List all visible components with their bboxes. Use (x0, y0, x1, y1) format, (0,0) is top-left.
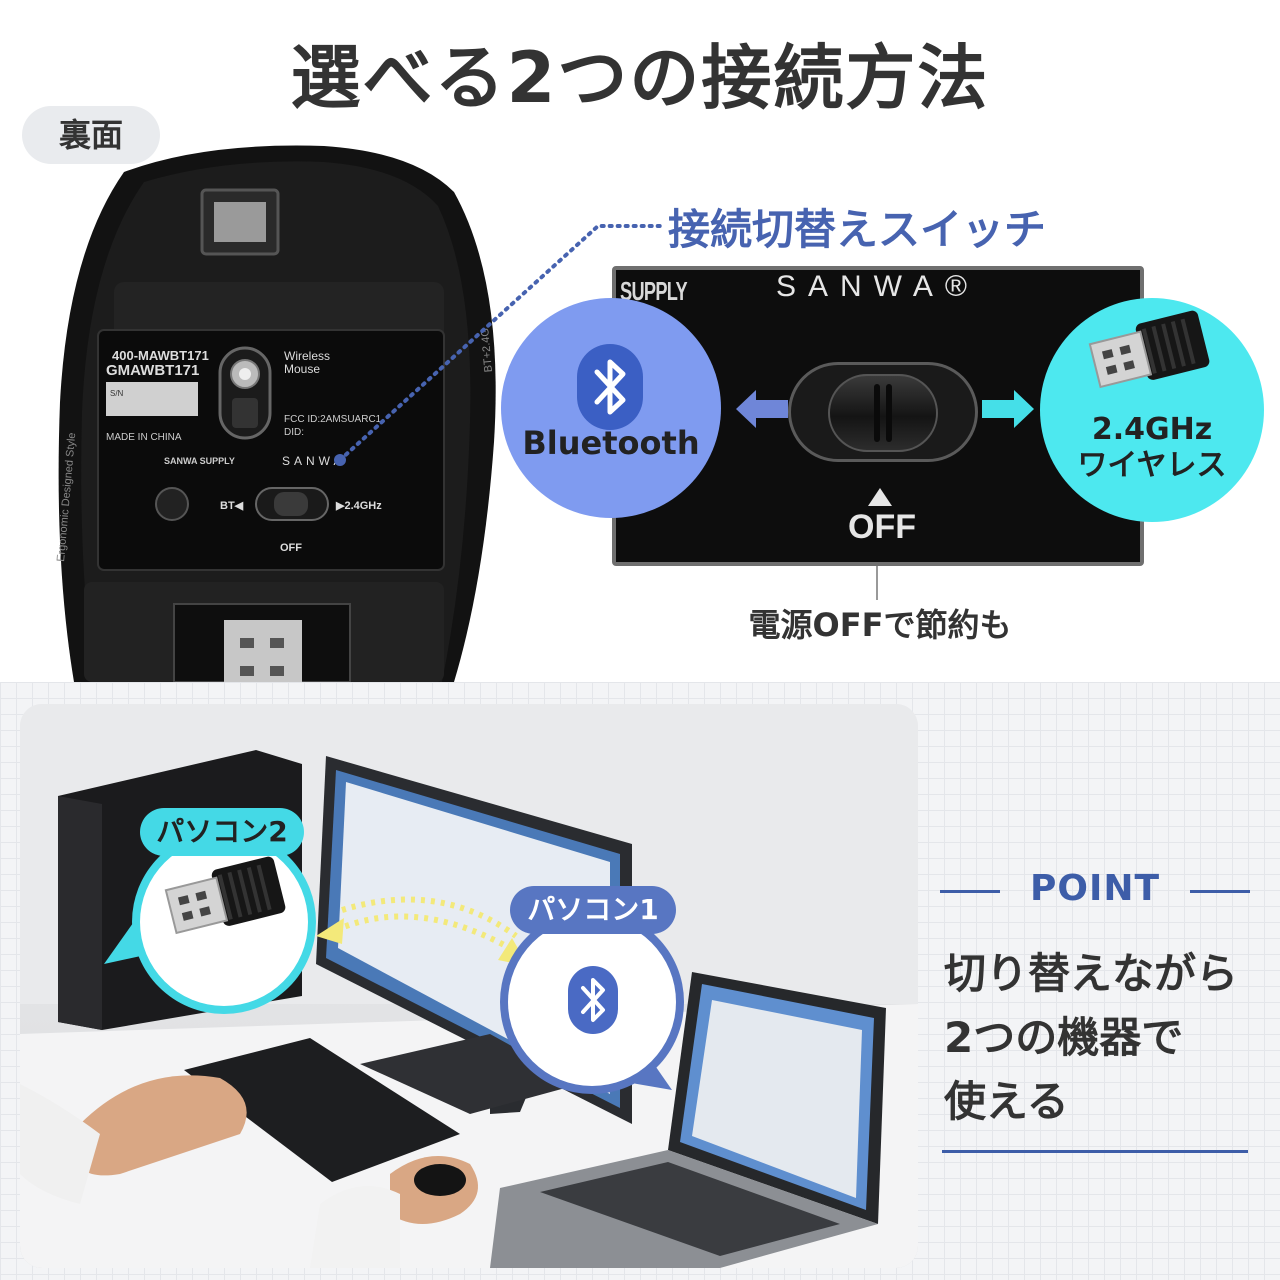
point-body-line1: 切り替えながら (944, 949, 1239, 998)
usb-dongle-icon (164, 856, 286, 935)
ghz-label: 2.4GHz ワイヤレス (1040, 412, 1264, 484)
arrow-left-icon (736, 390, 788, 428)
point-divider (942, 1150, 1248, 1153)
bluetooth-icon (568, 966, 618, 1034)
switch-knob (828, 374, 938, 452)
page-title: 選べる2つの接続方法 (290, 37, 990, 119)
usb-dongle-icon (1088, 310, 1210, 389)
panel-sanwa-logo: SANWA® (776, 270, 980, 303)
point-heading: POINT (1029, 868, 1161, 909)
bluetooth-label: Bluetooth (522, 424, 700, 462)
switch-callout-title: 接続切替えスイッチ (668, 205, 1047, 254)
desk-scene-photo: パソコン2 パソコン1 (20, 704, 918, 1268)
serial-label: S/N (110, 389, 124, 398)
mouse-text: Mouse (284, 362, 320, 376)
did-text: DID: (284, 427, 304, 438)
ghz-label-line1: 2.4GHz (1091, 412, 1213, 447)
mouse-underside-image: 400-MAWBT171 GMAWBT171 S/N MADE IN CHINA… (54, 142, 512, 683)
bluetooth-mode-circle: Bluetooth (501, 298, 721, 518)
model-line2: GMAWBT171 (106, 362, 199, 379)
ghz-mode-circle: 2.4GHz ワイヤレス (1040, 298, 1264, 522)
sanwa-text: SANWA (282, 454, 346, 468)
pc2-label: パソコン2 (140, 808, 304, 856)
pc1-label: パソコン1 (510, 886, 676, 934)
power-off-note: 電源OFFで節約も (748, 606, 1012, 644)
model-line1: 400-MAWBT171 (112, 348, 209, 363)
point-body: 切り替えながら 2つの機器で 使える (944, 942, 1264, 1134)
off-mark: OFF (280, 542, 302, 554)
triangle-up-icon (868, 488, 892, 506)
point-heading-block: POINT (940, 868, 1250, 914)
ghz-mark: ▶2.4GHz (335, 500, 382, 512)
sanwa-supply-text: SANWA SUPPLY (164, 456, 235, 466)
bluetooth-icon (577, 344, 643, 430)
back-side-badge: 裏面 (22, 106, 160, 164)
panel-off-label: OFF (848, 508, 916, 546)
made-in-text: MADE IN CHINA (106, 432, 182, 443)
ghz-label-line2: ワイヤレス (1077, 448, 1227, 483)
point-body-line2: 2つの機器で (944, 1013, 1184, 1062)
arrow-right-icon (982, 390, 1034, 428)
power-off-pointer-line (876, 566, 878, 600)
fcc-text: FCC ID:2AMSUARC1 (284, 414, 382, 425)
wireless-text: Wireless (284, 349, 330, 363)
bt-mark: BT◀ (220, 500, 244, 512)
point-body-line3: 使える (944, 1077, 1069, 1126)
